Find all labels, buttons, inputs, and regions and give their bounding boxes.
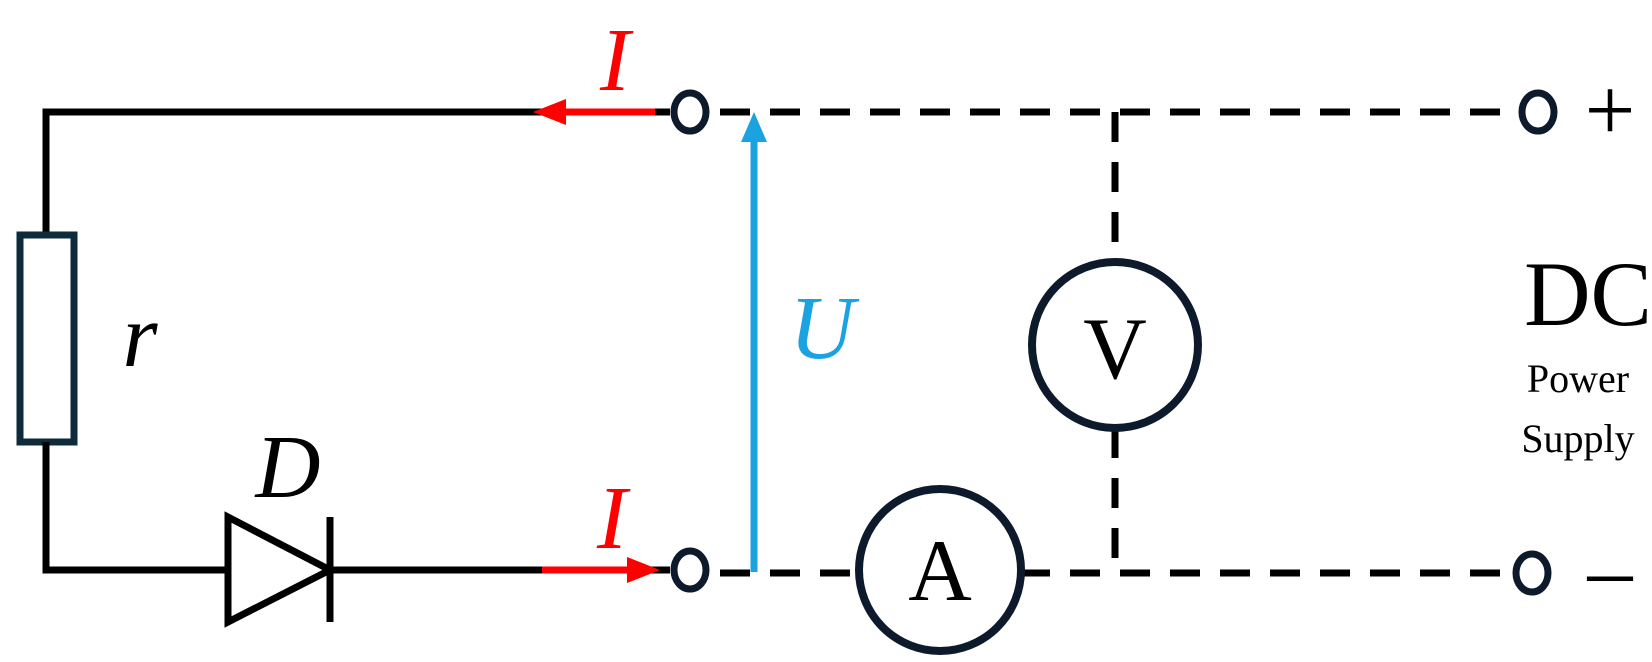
terminal-bottom-left — [670, 547, 710, 593]
power-supply-dc: DC — [1524, 243, 1652, 345]
current-label-bottom: I — [596, 469, 631, 568]
voltmeter-label: V — [1083, 301, 1147, 398]
left-bottom-wire — [42, 442, 228, 574]
ammeter — [855, 485, 1025, 655]
voltage-label: U — [790, 279, 860, 378]
current-label-top: I — [599, 11, 634, 110]
top-wire — [42, 108, 670, 235]
plus-sign: + — [1585, 61, 1636, 160]
voltmeter — [1028, 258, 1202, 432]
power-supply-line3: Supply — [1521, 416, 1634, 461]
diode-d — [224, 511, 338, 628]
current-arrowhead-top — [533, 99, 566, 125]
power-supply-line2: Power — [1527, 356, 1629, 401]
resistor-label: r — [122, 287, 158, 386]
voltage-arrowhead — [741, 112, 767, 142]
current-arrowhead-bottom — [627, 557, 660, 583]
minus-sign: – — [1587, 521, 1634, 620]
ammeter-label: A — [908, 523, 972, 620]
terminal-top-left — [670, 89, 710, 135]
diode-label: D — [254, 418, 321, 517]
terminal-top-right — [1518, 89, 1558, 135]
terminal-bottom-right — [1512, 550, 1552, 596]
resistor-r — [16, 231, 78, 446]
